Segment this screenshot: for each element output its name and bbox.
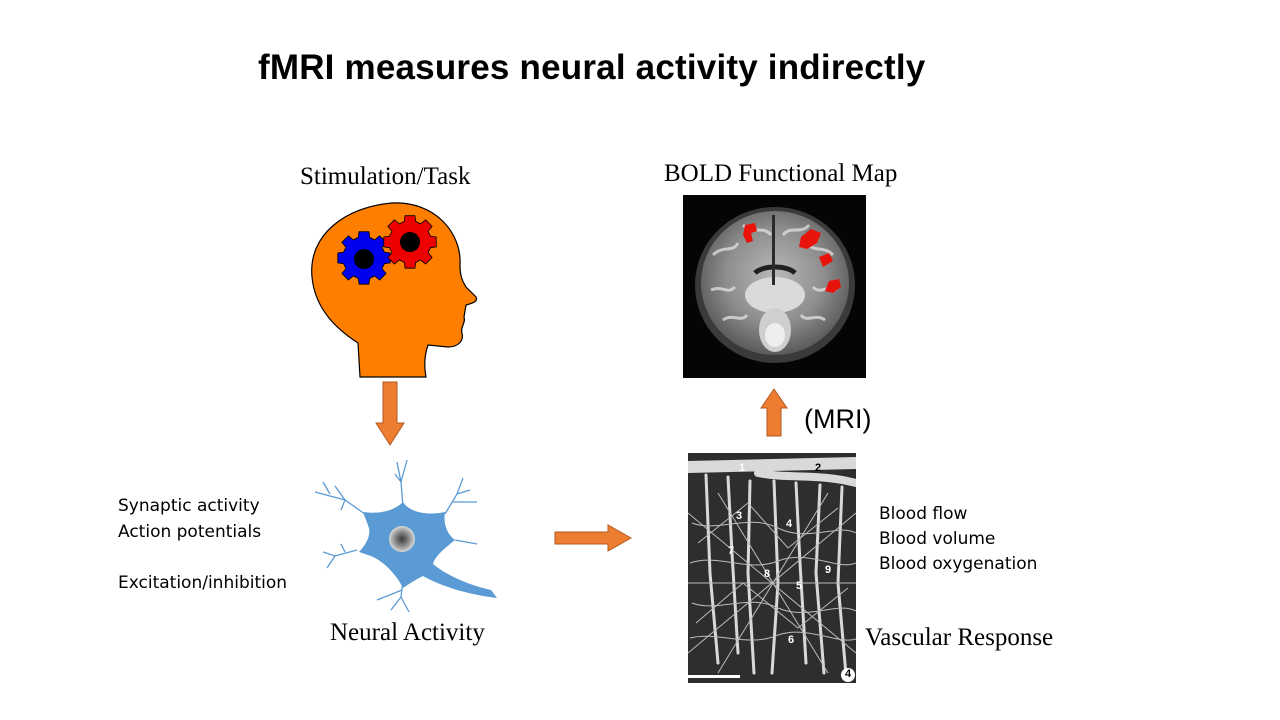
vascular-effect-blood-volume: Blood volume — [879, 529, 996, 549]
neuron-illustration — [314, 459, 497, 613]
vascular-number-6: 6 — [788, 634, 795, 646]
head-with-gears-illustration — [311, 202, 478, 378]
vascular-number-4: 4 — [786, 518, 793, 530]
vascular-number-9: 9 — [825, 564, 832, 576]
vascular-number-7: 7 — [728, 545, 735, 557]
vascular-number-8: 8 — [764, 568, 771, 580]
gear-left-icon — [337, 231, 391, 285]
arrow-right-icon — [554, 524, 633, 552]
gear-right-icon — [383, 215, 437, 269]
bold-functional-map-image — [683, 195, 866, 378]
neural-effect-excitation: Excitation/inhibition — [118, 573, 288, 593]
neural-effect-synaptic: Synaptic activity — [118, 496, 260, 516]
neural-effect-action-potentials: Action potentials — [118, 522, 262, 542]
vascular-number-3: 3 — [736, 510, 743, 522]
vascular-response-label: Vascular Response — [865, 624, 1054, 651]
stimulation-label: Stimulation/Task — [300, 163, 471, 190]
arrow-down-icon — [375, 381, 405, 446]
mri-label: (MRI) — [804, 404, 872, 434]
neural-activity-label: Neural Activity — [330, 619, 485, 646]
arrow-up-icon — [760, 388, 788, 437]
bold-map-label: BOLD Functional Map — [664, 160, 898, 187]
neuron-nucleus — [389, 526, 415, 552]
vascular-number-2: 2 — [815, 462, 822, 474]
vascular-number-4b: 4 — [845, 668, 852, 680]
slide-title: fMRI measures neural activity indirectly — [258, 48, 926, 87]
neuron-body — [359, 502, 497, 598]
vascular-effect-blood-flow: Blood flow — [879, 504, 968, 524]
vascular-number-1: 1 — [739, 462, 746, 474]
vascular-network-image — [688, 453, 856, 683]
vascular-effect-blood-oxygenation: Blood oxygenation — [879, 554, 1038, 574]
vascular-number-5: 5 — [796, 580, 803, 592]
